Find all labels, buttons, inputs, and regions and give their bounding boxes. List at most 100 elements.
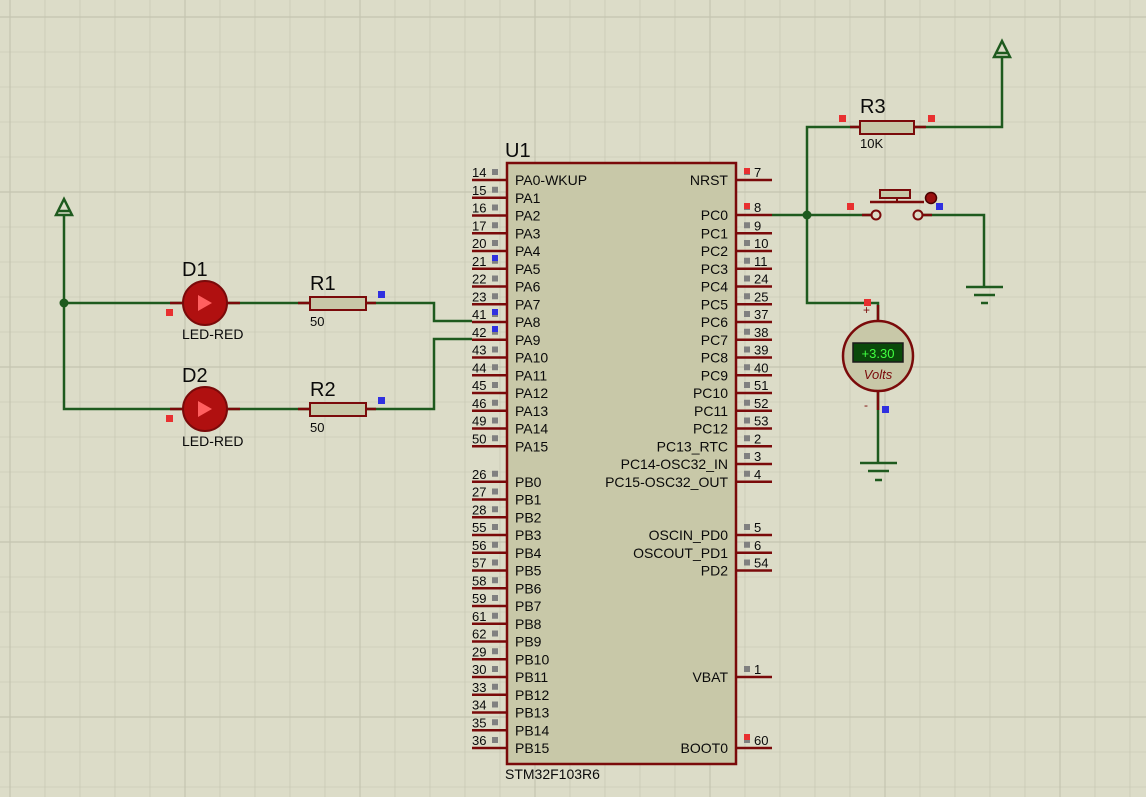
pin-marker xyxy=(744,559,750,566)
pin-marker xyxy=(492,595,498,601)
pin-name: BOOT0 xyxy=(681,740,729,756)
voltmeter-display xyxy=(852,342,904,363)
pin-number: 21 xyxy=(472,254,486,269)
pin-name: OSCOUT_PD1 xyxy=(633,545,728,561)
power-terminal-right[interactable] xyxy=(991,38,1013,59)
pin-marker xyxy=(744,275,750,282)
ground-symbol-voltmeter[interactable] xyxy=(860,461,897,482)
ground-symbol-button[interactable] xyxy=(966,285,1003,305)
resistor-r1-value: 50 xyxy=(310,314,324,329)
pin-name: PB15 xyxy=(515,740,549,756)
pin-marker xyxy=(492,309,498,315)
pin-number: 46 xyxy=(472,396,486,411)
resistor-r1[interactable]: R1 50 xyxy=(298,273,385,329)
resistor-r3-ref: R3 xyxy=(860,96,886,118)
pin-number: 8 xyxy=(754,200,761,215)
led-d2-value: LED-RED xyxy=(182,433,243,449)
pin-name: PA10 xyxy=(515,350,548,366)
pin-marker xyxy=(492,577,498,584)
push-button[interactable] xyxy=(847,189,943,221)
pin-marker xyxy=(744,453,750,459)
resistor-r3[interactable]: R3 10K xyxy=(839,96,935,151)
pin-name: PB10 xyxy=(515,651,549,667)
pin-marker xyxy=(492,559,498,566)
pin-number: 30 xyxy=(472,662,486,677)
pin-number: 20 xyxy=(472,236,486,251)
pin-marker xyxy=(744,399,750,406)
pin-name: PC1 xyxy=(701,225,728,241)
pin-number: 41 xyxy=(472,307,486,322)
pin-number: 6 xyxy=(754,538,761,553)
voltmeter-reading: +3.30 xyxy=(862,346,895,361)
pin-number: 51 xyxy=(754,378,768,393)
pin-name: PC5 xyxy=(701,296,728,312)
pin-number: 15 xyxy=(472,183,486,198)
pin-marker xyxy=(166,415,173,422)
pin-name: PB8 xyxy=(515,616,542,632)
pin-name: PA8 xyxy=(515,314,541,330)
junction-dot xyxy=(802,210,812,220)
pin-name: PA3 xyxy=(515,225,541,241)
pin-marker xyxy=(492,648,498,655)
power-terminal-left[interactable] xyxy=(53,196,75,217)
led-d1[interactable]: D1 LED-RED xyxy=(166,259,243,342)
pin-number: 11 xyxy=(754,254,768,269)
pin-marker xyxy=(492,666,498,672)
button-actuator-icon xyxy=(924,191,938,205)
chip-pin-right[interactable]: 6 OSCOUT_PD1 xyxy=(633,538,772,561)
pin-name: PB3 xyxy=(515,527,542,543)
led-d2[interactable]: D2 LED-RED xyxy=(166,365,243,449)
resistor-r2[interactable]: R2 50 xyxy=(298,379,385,435)
dc-voltmeter[interactable]: +3.30 Volts + - xyxy=(841,299,915,413)
